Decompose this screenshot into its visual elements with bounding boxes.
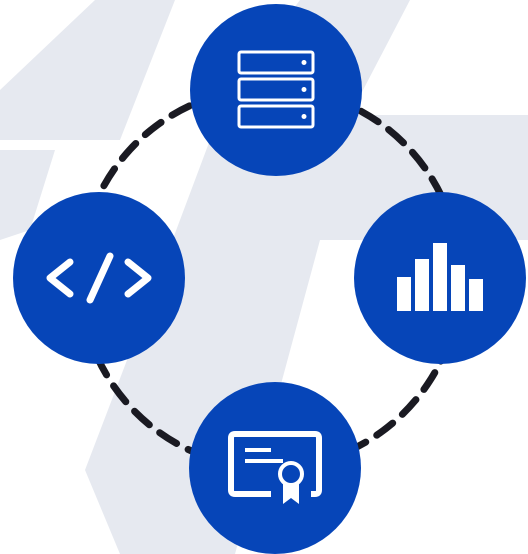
code-node[interactable]	[13, 192, 185, 364]
server-node[interactable]	[190, 4, 362, 176]
server-stack-icon	[237, 50, 315, 129]
code-brackets-icon	[46, 252, 152, 304]
analytics-node[interactable]	[354, 192, 526, 364]
certificate-icon	[228, 431, 322, 504]
bar-chart-icon	[397, 243, 483, 311]
certificate-node[interactable]	[189, 382, 361, 554]
